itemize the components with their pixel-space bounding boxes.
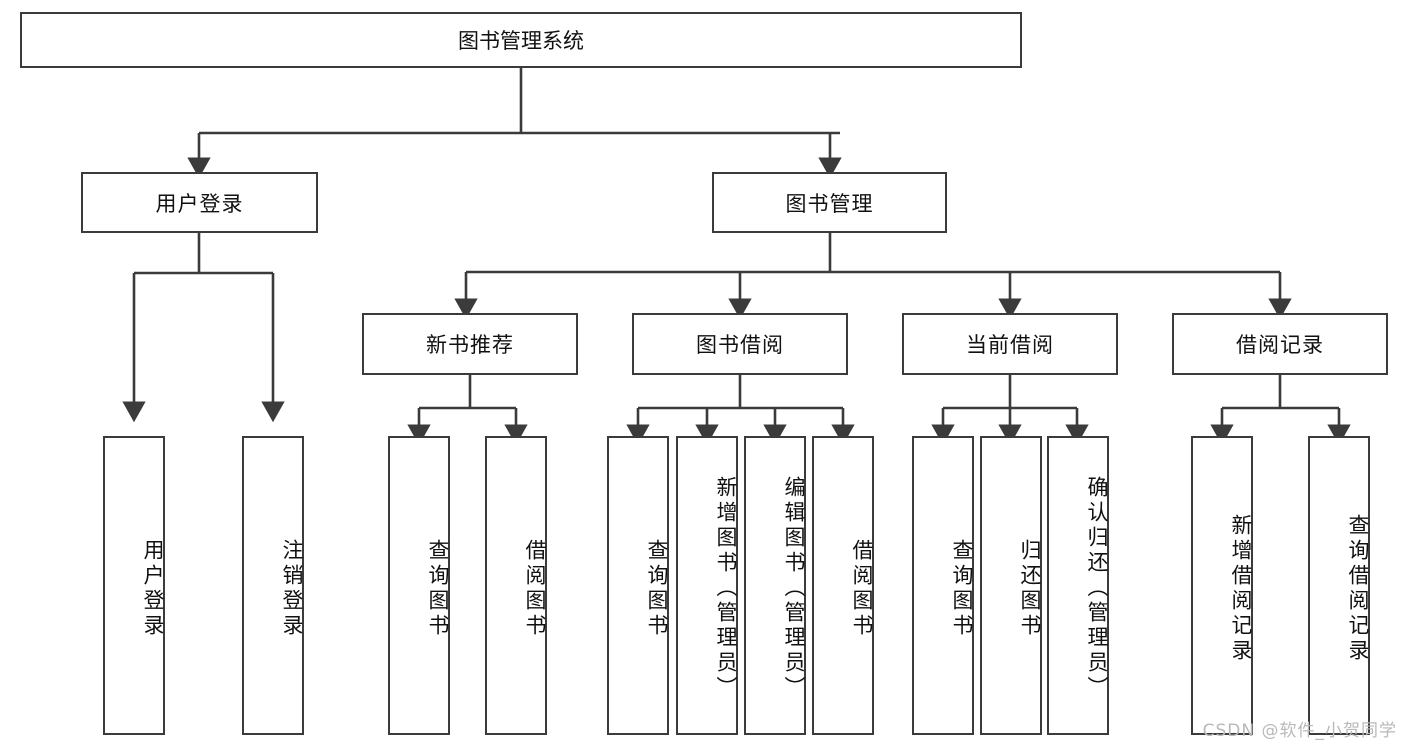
node-new-book-recommend[interactable]: 新书推荐 xyxy=(362,313,578,375)
node-label: 图书借阅 xyxy=(696,333,784,357)
leaf-recommend-borrow-book[interactable]: 借阅图书 xyxy=(485,436,547,735)
leaf-current-query-book[interactable]: 查询图书 xyxy=(912,436,974,735)
node-label: 借阅图书 xyxy=(850,538,874,639)
node-root-system[interactable]: 图书管理系统 xyxy=(20,12,1022,68)
node-book-management[interactable]: 图书管理 xyxy=(712,172,947,233)
leaf-borrow-add-book-admin[interactable]: 新增图书（管理员） xyxy=(676,436,738,735)
leaf-current-return-book[interactable]: 归还图书 xyxy=(980,436,1042,735)
leaf-borrow-query-book[interactable]: 查询图书 xyxy=(607,436,669,735)
node-label: 查询图书 xyxy=(645,538,669,639)
node-label: 查询图书 xyxy=(426,538,450,639)
leaf-borrow-borrow-book[interactable]: 借阅图书 xyxy=(812,436,874,735)
node-current-borrow[interactable]: 当前借阅 xyxy=(902,313,1118,375)
node-label: 编辑图书（管理员） xyxy=(782,476,806,701)
node-user-login[interactable]: 用户登录 xyxy=(81,172,318,233)
node-label: 当前借阅 xyxy=(966,333,1054,357)
node-label: 借阅记录 xyxy=(1236,333,1324,357)
node-book-borrow[interactable]: 图书借阅 xyxy=(632,313,848,375)
leaf-user-login-login[interactable]: 用户登录 xyxy=(103,436,165,735)
node-label: 新书推荐 xyxy=(426,333,514,357)
leaf-record-add-record[interactable]: 新增借阅记录 xyxy=(1191,436,1253,735)
watermark-text: CSDN @软件_小贺同学 xyxy=(1202,721,1397,741)
node-label: 用户登录 xyxy=(155,191,244,216)
node-label: 新增图书（管理员） xyxy=(714,476,738,701)
node-borrow-record[interactable]: 借阅记录 xyxy=(1172,313,1388,375)
leaf-record-query-record[interactable]: 查询借阅记录 xyxy=(1308,436,1370,735)
node-label: 确认归还（管理员） xyxy=(1085,476,1109,701)
node-label: 新增借阅记录 xyxy=(1229,513,1253,664)
leaf-borrow-edit-book-admin[interactable]: 编辑图书（管理员） xyxy=(744,436,806,735)
node-label: 借阅图书 xyxy=(523,538,547,639)
node-label: 用户登录 xyxy=(141,538,165,639)
node-label: 图书管理 xyxy=(785,191,874,216)
leaf-recommend-query-book[interactable]: 查询图书 xyxy=(388,436,450,735)
leaf-current-confirm-return-admin[interactable]: 确认归还（管理员） xyxy=(1047,436,1109,735)
node-label: 归还图书 xyxy=(1018,538,1042,639)
node-label: 查询图书 xyxy=(950,538,974,639)
node-label: 注销登录 xyxy=(280,538,304,639)
leaf-user-login-logout[interactable]: 注销登录 xyxy=(242,436,304,735)
node-label: 图书管理系统 xyxy=(458,29,584,53)
node-label: 查询借阅记录 xyxy=(1346,513,1370,664)
